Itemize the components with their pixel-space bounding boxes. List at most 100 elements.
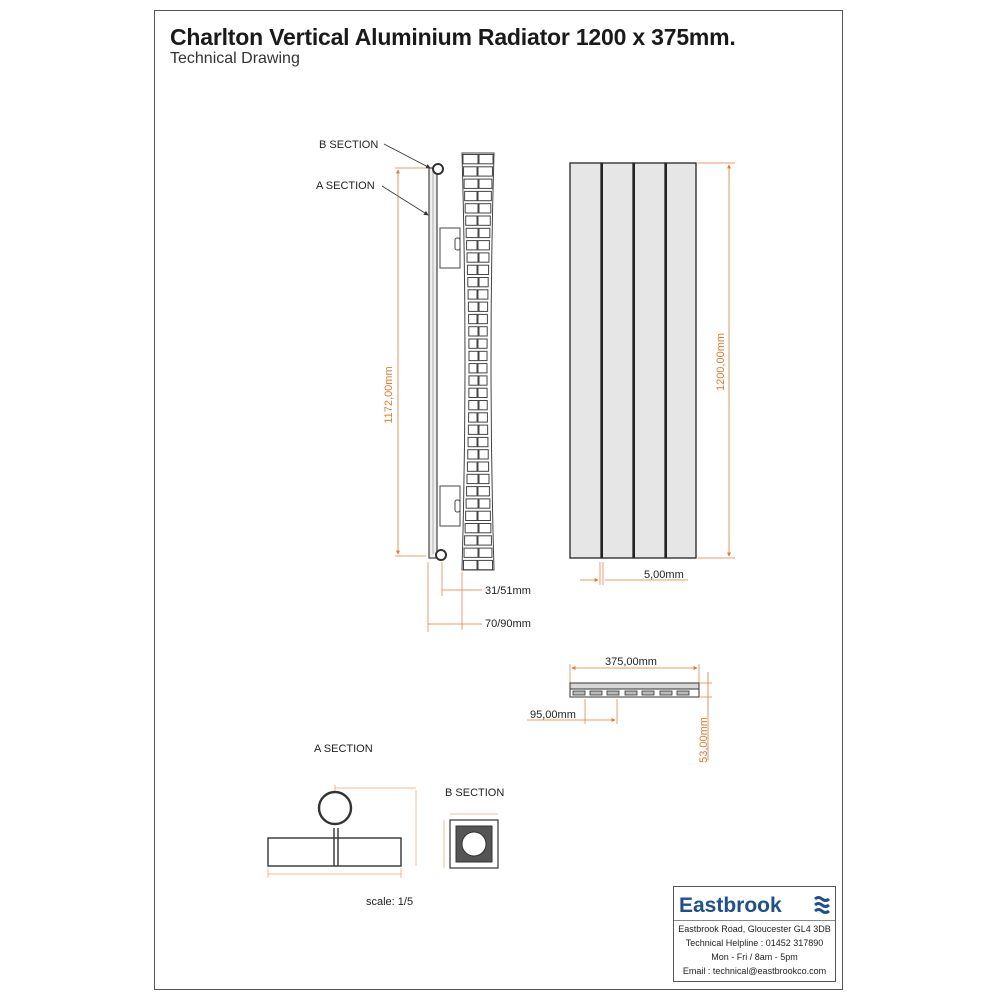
- brick: [478, 424, 489, 435]
- brick: [477, 215, 491, 226]
- panel-column-2: [601, 162, 634, 559]
- brick: [464, 535, 478, 546]
- panel-column-4: [665, 162, 697, 559]
- side-view: B SECTION A SECTION 1172,00mm: [316, 139, 531, 632]
- column-width-dim: 95,00mm: [530, 709, 576, 721]
- brick: [464, 523, 479, 534]
- brick: [477, 412, 488, 423]
- brick: [467, 289, 478, 300]
- brick: [467, 424, 479, 435]
- collector-pipe-icon: [317, 790, 353, 826]
- company-email: Email : technical@eastbrookco.com: [682, 966, 827, 976]
- brick: [468, 326, 479, 337]
- brick: [477, 387, 488, 399]
- brick: [468, 412, 478, 423]
- b-section-detail: B SECTION: [443, 787, 504, 869]
- depth-dim: 53,00mm: [698, 717, 710, 763]
- brick: [477, 240, 490, 251]
- company-address: Eastbrook Road, Gloucester GL4 3DB: [678, 924, 831, 934]
- brick: [463, 547, 479, 558]
- brick: [465, 227, 479, 239]
- brick: [466, 486, 478, 497]
- brick: [478, 227, 491, 239]
- brick: [478, 154, 494, 165]
- brick: [466, 252, 479, 263]
- company-logo-name: Eastbrook: [679, 894, 782, 917]
- brick: [477, 461, 490, 472]
- brick: [477, 535, 492, 546]
- brick: [477, 313, 488, 325]
- brick: [467, 449, 479, 460]
- lower-bracket: [439, 485, 461, 527]
- brick: [464, 190, 478, 202]
- brick: [478, 547, 493, 558]
- panel-column-1: [569, 162, 602, 559]
- brick: [478, 473, 490, 485]
- brick: [478, 350, 488, 362]
- brick: [463, 178, 479, 189]
- brick: [464, 203, 479, 214]
- panel-column-3: [633, 162, 666, 559]
- brick: [463, 166, 478, 177]
- brick: [466, 240, 478, 251]
- brick: [478, 326, 488, 337]
- company-helpline: Technical Helpline : 01452 317890: [685, 938, 824, 948]
- brick: [467, 301, 479, 312]
- company-hours: Mon - Fri / 8am - 5pm: [711, 952, 798, 962]
- brick: [477, 510, 491, 522]
- brick: [465, 510, 478, 522]
- b-section-label: B SECTION: [319, 139, 378, 151]
- brick: [478, 178, 493, 189]
- brick: [477, 289, 489, 300]
- brick: [478, 400, 488, 411]
- page-title: Charlton Vertical Aluminium Radiator 120…: [170, 24, 736, 50]
- brick: [467, 436, 478, 448]
- brick: [477, 166, 493, 177]
- a-section-detail: A SECTION: [267, 743, 417, 878]
- top-pipe-icon: [432, 163, 444, 175]
- page-subtitle: Technical Drawing: [170, 50, 300, 67]
- brick: [478, 498, 491, 509]
- logo-divider: [674, 920, 835, 921]
- front-view: 1200,00mm 5,00mm: [569, 162, 735, 585]
- scale-text: scale: 1/5: [366, 896, 413, 908]
- brick: [468, 375, 479, 386]
- brick: [468, 313, 478, 325]
- front-height-dim: 1200,00mm: [715, 333, 727, 391]
- brick: [466, 461, 478, 472]
- brick: [465, 498, 479, 509]
- a-section-label: A SECTION: [316, 180, 375, 192]
- upper-bracket: [439, 227, 461, 269]
- brick: [478, 277, 489, 288]
- brick: [462, 154, 479, 165]
- brick: [478, 375, 488, 386]
- brick: [468, 400, 479, 411]
- drawing-frame: [154, 10, 843, 990]
- plan-width-dim: 375,00mm: [605, 656, 657, 668]
- waves-icon: [814, 896, 830, 914]
- company-info-box: Eastbrook Eastbrook Road, Gloucester GL4…: [673, 886, 836, 982]
- brick: [468, 338, 478, 349]
- offset-dim-1: 31/51mm: [485, 585, 531, 597]
- brick: [478, 523, 492, 534]
- offset-dim-2: 70/90mm: [485, 618, 531, 630]
- brick: [478, 301, 489, 312]
- brick: [477, 338, 488, 349]
- brick: [468, 387, 478, 399]
- brick: [477, 436, 489, 448]
- brick: [468, 363, 478, 374]
- plan-view: 375,00mm 95,00mm 53,00mm: [527, 656, 712, 763]
- brick: [477, 190, 492, 202]
- brick: [477, 559, 493, 571]
- brick: [463, 559, 478, 571]
- a-section-title: A SECTION: [314, 743, 373, 755]
- brick: [466, 264, 478, 276]
- bottom-pipe-icon: [435, 549, 447, 561]
- brick: [477, 264, 490, 276]
- side-height-dim: 1172,00mm: [383, 366, 395, 423]
- brick: [467, 277, 479, 288]
- brick: [477, 486, 490, 497]
- b-section-title: B SECTION: [445, 787, 504, 799]
- brick: [466, 473, 479, 485]
